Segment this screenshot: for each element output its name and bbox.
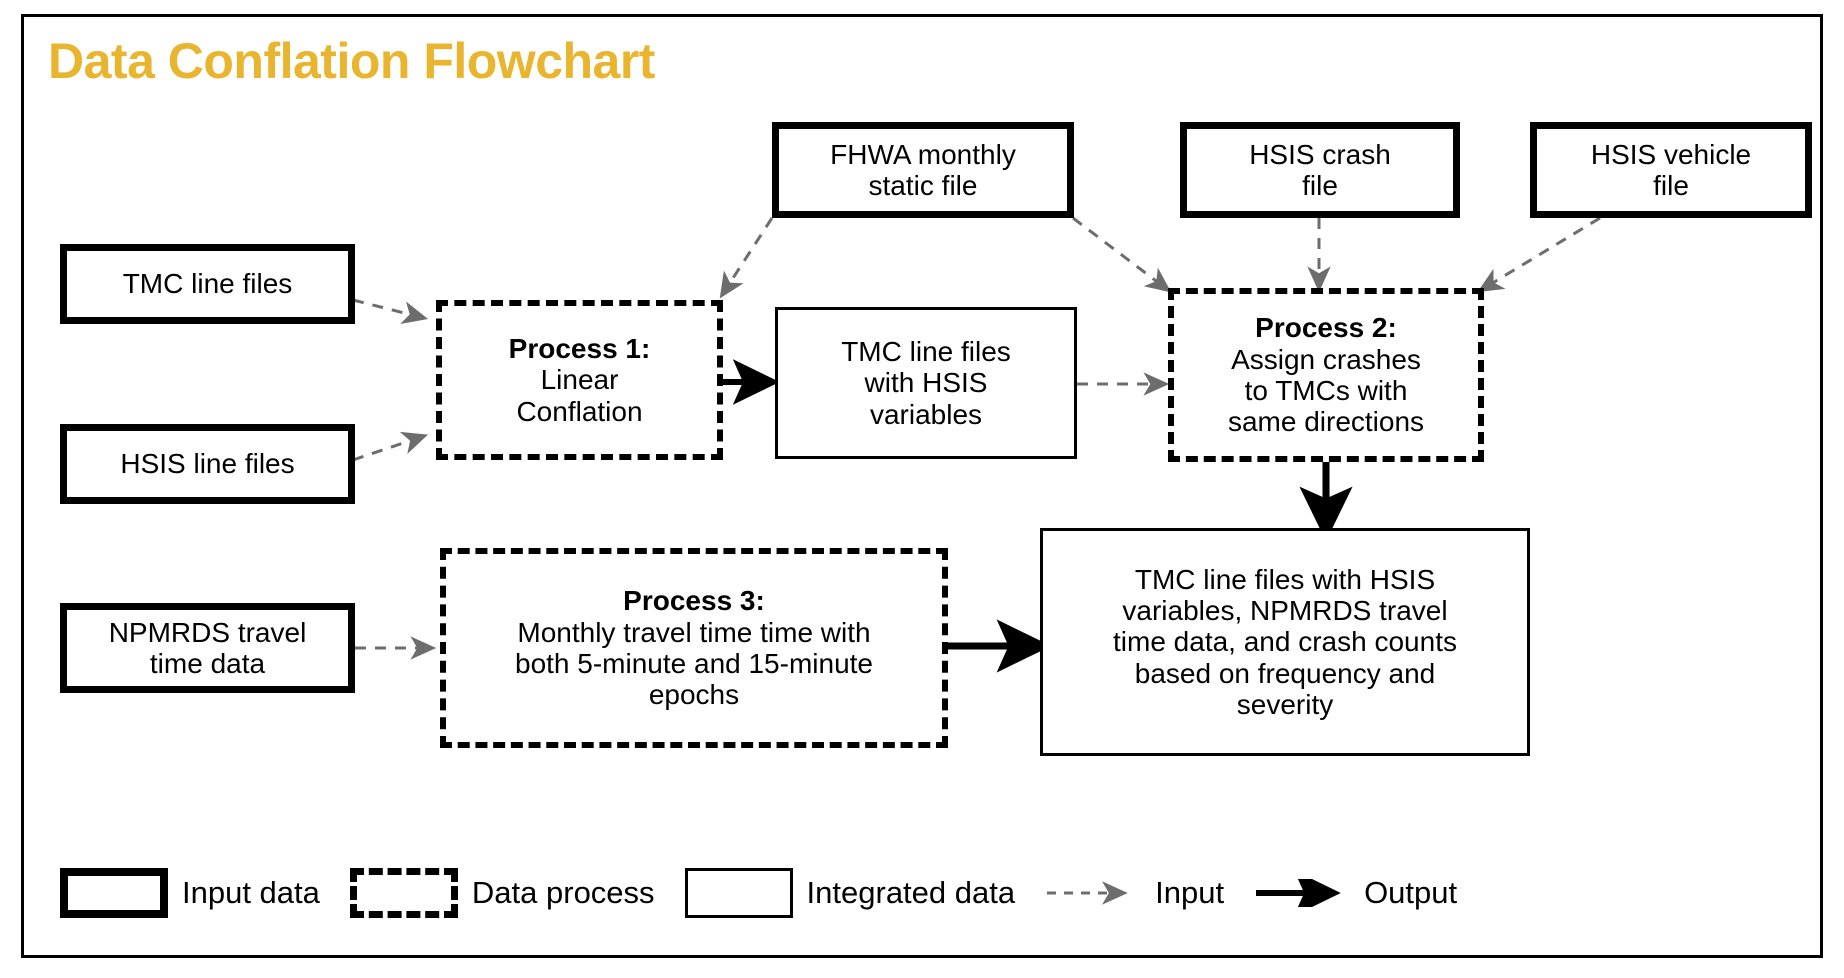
node-final-line1: TMC line files with HSIS [1134, 563, 1436, 595]
node-hsis-vehicle-file[interactable]: HSIS vehicle file [1530, 122, 1812, 218]
node-hsis-vehicle-line1: HSIS vehicle [1590, 138, 1752, 170]
node-npmrds-line1: NPMRDS travel [108, 616, 307, 648]
node-final-line2: variables, NPMRDS travel [1122, 594, 1448, 626]
node-process-1[interactable]: Process 1: Linear Conflation [436, 300, 723, 460]
node-tmc-with-hsis-variables[interactable]: TMC line files with HSIS variables [775, 307, 1077, 459]
node-final-line4: based on frequency and [1134, 657, 1436, 689]
node-hsis-line-files[interactable]: HSIS line files [60, 424, 355, 504]
node-tmc-line-files-label: TMC line files [122, 268, 293, 300]
legend-item-output-arrow: Output [1254, 875, 1487, 911]
legend-item-data-process: Data process [349, 868, 685, 918]
node-process-3-line3: epochs [648, 679, 740, 711]
node-final-line5: severity [1236, 689, 1334, 721]
node-npmrds-line2: time data [149, 648, 266, 679]
legend-label-data-process: Data process [471, 875, 655, 910]
node-fhwa-static-file[interactable]: FHWA monthly static file [772, 122, 1074, 218]
node-tmc-hsis-line2: with HSIS [864, 367, 988, 399]
node-process-3-line2: both 5-minute and 15-minute [515, 648, 873, 679]
node-process-2-line1: Assign crashes [1231, 343, 1421, 375]
node-process-2-line3: same directions [1227, 406, 1425, 438]
legend-swatch-integrated-data-icon [684, 868, 793, 918]
legend: Input data Data process Integrated data … [60, 858, 1760, 928]
node-process-2[interactable]: Process 2: Assign crashes to TMCs with s… [1168, 288, 1484, 462]
node-process-1-line2: Conflation [516, 395, 643, 427]
node-hsis-crash-file[interactable]: HSIS crash file [1180, 122, 1460, 218]
node-tmc-line-files[interactable]: TMC line files [60, 244, 355, 324]
node-process-2-line2: to TMCs with [1244, 375, 1408, 406]
node-tmc-hsis-line3: variables [869, 398, 983, 430]
legend-label-input-data: Input data [182, 875, 320, 910]
node-process-1-header: Process 1: [508, 332, 651, 364]
legend-label-output-arrow: Output [1364, 875, 1458, 910]
node-process-3-line1: Monthly travel time time with [517, 616, 871, 648]
legend-swatch-input-data-icon [60, 868, 168, 918]
legend-dashed-arrow-icon [1047, 881, 1128, 905]
node-process-2-header: Process 2: [1255, 312, 1397, 344]
node-hsis-crash-line1: HSIS crash [1249, 138, 1391, 170]
node-fhwa-line1: FHWA monthly [830, 138, 1016, 170]
legend-swatch-data-process-icon [349, 868, 458, 918]
node-process-1-line1: Linear [540, 364, 619, 396]
node-process-3[interactable]: Process 3: Monthly travel time time with… [440, 548, 948, 748]
node-final-integrated-output[interactable]: TMC line files with HSIS variables, NPMR… [1040, 528, 1530, 756]
page-title: Data Conflation Flowchart [48, 33, 655, 89]
legend-label-integrated-data: Integrated data [806, 875, 1016, 910]
legend-solid-arrow-icon [1256, 879, 1341, 907]
legend-item-input-arrow: Input [1045, 875, 1254, 911]
node-npmrds-travel-time-data[interactable]: NPMRDS travel time data [60, 603, 355, 693]
node-process-3-header: Process 3: [623, 585, 765, 617]
node-fhwa-line2: static file [868, 170, 978, 201]
node-hsis-crash-line2: file [1302, 170, 1338, 201]
node-hsis-line-files-label: HSIS line files [120, 448, 295, 480]
legend-label-input-arrow: Input [1155, 875, 1225, 910]
legend-item-integrated-data: Integrated data [684, 868, 1046, 918]
node-tmc-hsis-line1: TMC line files [841, 335, 1011, 367]
node-hsis-vehicle-line2: file [1653, 170, 1689, 201]
node-final-line3: time data, and crash counts [1113, 626, 1457, 658]
legend-item-input-data: Input data [60, 868, 350, 918]
